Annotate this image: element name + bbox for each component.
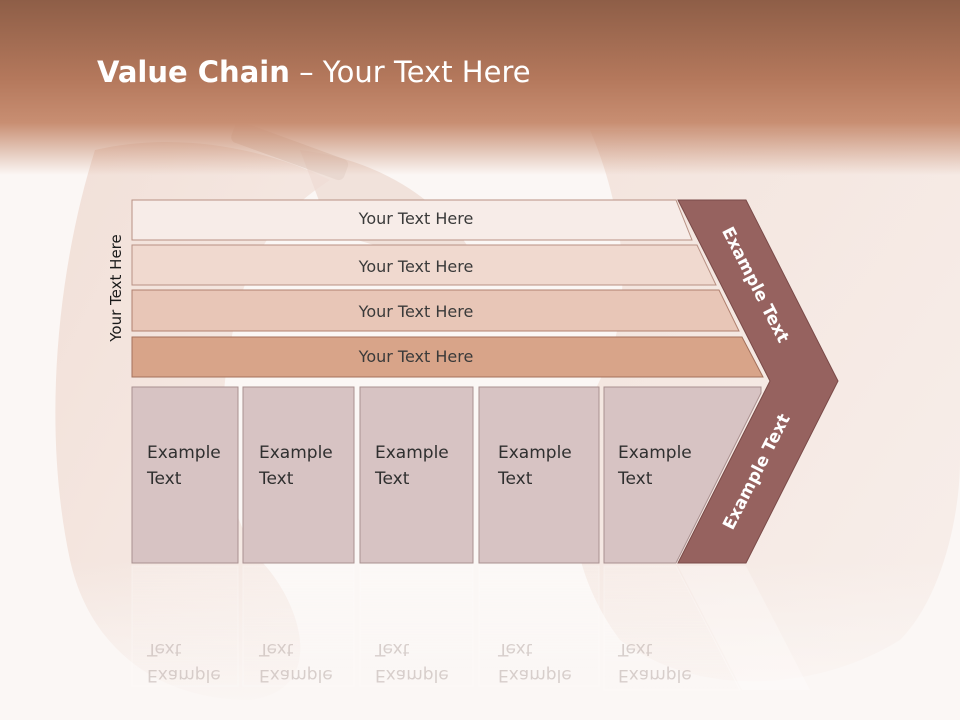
bar-3-label: Your Text Here [358,302,474,321]
column-5-reflection: Example Text [618,639,692,685]
bar-2-label: Your Text Here [358,257,474,276]
column-2-reflection: Example Text [259,639,333,685]
column-2 [242,386,355,564]
column-1 [131,386,239,564]
header-band [0,0,960,175]
bar-1 [131,199,693,241]
column-3-reflection: Example Text [375,639,449,685]
column-2-label: Example Text [259,443,333,489]
column-5 [603,386,762,564]
column-4-label: Example Text [498,443,572,489]
column-1-label: Example Text [147,443,221,489]
column-1-reflection: Example Text [147,639,221,685]
bar-4 [131,336,764,378]
column-3-label: Example Text [375,443,449,489]
column-3 [359,386,474,564]
bar-3 [131,289,740,332]
bar-1-label: Your Text Here [358,209,474,228]
bar-4-label: Your Text Here [358,347,474,366]
column-5-label: Example Text [618,443,692,489]
page-title: Value Chain – Your Text Here [97,55,531,89]
chevron-arrow [677,199,839,564]
bar-2 [131,244,717,286]
column-4 [478,386,600,564]
column-4-reflection: Example Text [498,639,572,685]
